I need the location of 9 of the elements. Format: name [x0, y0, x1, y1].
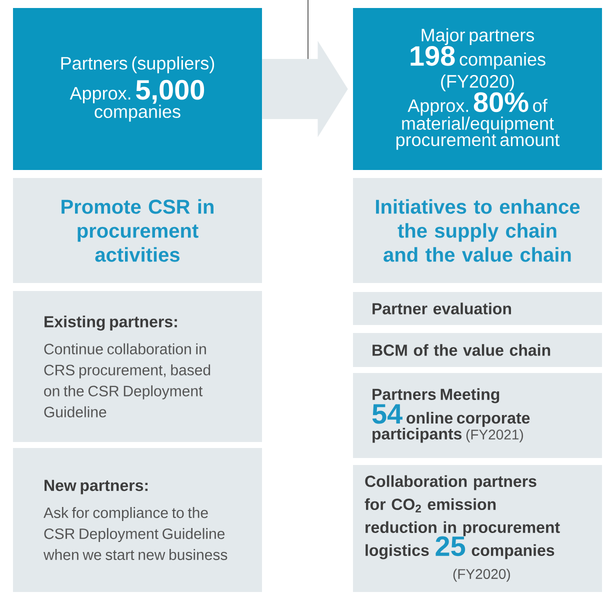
heading-box: Initiatives to enhance the supply chain and the value chain — [353, 178, 602, 283]
description-box: Existing partners: Continue collaboration in CRS procurement, based on the CSR Deployment Guideline — [13, 291, 262, 442]
description-box: New partners: Ask for compliance to the CSR Deployment Guideline when we start new business — [13, 448, 262, 592]
heading-box: Promote CSR in procurement activities — [13, 178, 262, 283]
initiative-box: Partner evaluation — [353, 292, 602, 325]
initiative-box: Collaboration partners for CO$_{2}$ emission reduction in procurement logistics 25 companies (FY2020) — [353, 465, 602, 592]
initiative-box: BCM of the value chain — [353, 333, 602, 367]
block-arrow — [262, 40, 348, 138]
info-box: Partners (suppliers) Approx. 5,000 companies — [13, 8, 262, 170]
